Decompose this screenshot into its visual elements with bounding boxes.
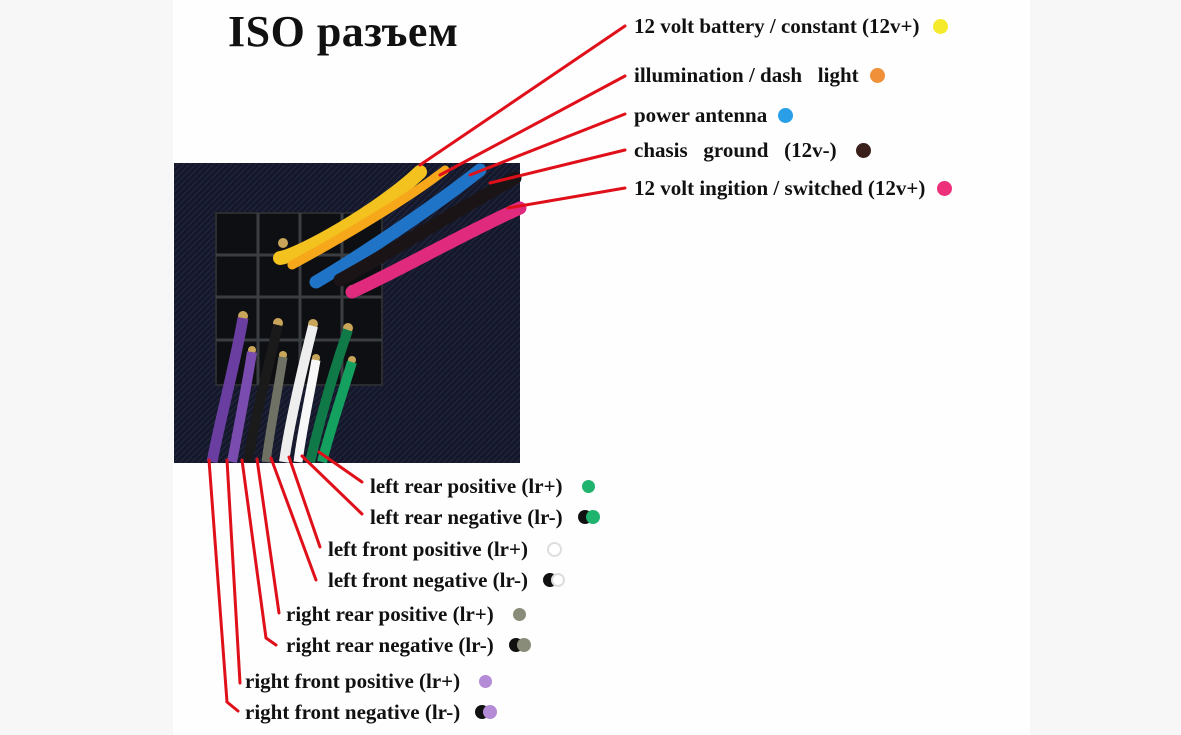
green-wire-2 bbox=[317, 360, 357, 464]
grey-wire bbox=[261, 356, 288, 463]
blue-color-dot-icon bbox=[778, 107, 794, 123]
label-text: power antenna bbox=[634, 103, 768, 127]
orange-wire bbox=[287, 165, 450, 270]
leader-line-lr-pos bbox=[317, 450, 364, 484]
label-text: illumination / dash light bbox=[634, 63, 859, 87]
leader-line-illumination bbox=[438, 74, 627, 177]
orange-color-dot-icon bbox=[869, 67, 885, 83]
purple-wire-1 bbox=[206, 317, 249, 464]
pink-color-dot-icon bbox=[936, 180, 952, 196]
label-text: left front positive (lr+) bbox=[328, 537, 528, 561]
label-power-antenna: power antenna bbox=[634, 103, 794, 127]
label-text: left front negative (lr-) bbox=[328, 568, 529, 592]
label-right-front-positive: right front positive (lr+) bbox=[245, 669, 493, 693]
label-right-rear-negative: right rear negative (lr-) bbox=[286, 633, 533, 657]
label-text: chasis ground (12v-) bbox=[634, 138, 837, 162]
white-wire-1 bbox=[279, 324, 318, 463]
grey-color-dot-icon bbox=[512, 607, 526, 621]
iso-connector-body bbox=[215, 212, 383, 386]
leader-line-antenna bbox=[468, 112, 627, 177]
label-left-front-positive: left front positive (lr+) bbox=[328, 537, 563, 561]
leader-line-lf-neg bbox=[269, 456, 318, 582]
black-wire bbox=[333, 171, 522, 287]
diagram-title: ISO разъем bbox=[228, 7, 459, 56]
green-wire-1 bbox=[305, 328, 353, 464]
leader-line-rr-neg bbox=[240, 458, 278, 647]
purple-wire-2 bbox=[227, 351, 257, 463]
bottom-wires bbox=[206, 317, 357, 464]
label-ignition-switched: 12 volt ingition / switched (12v+) bbox=[634, 176, 952, 200]
dark-brown-color-dot-icon bbox=[855, 142, 871, 158]
black-wire-1 bbox=[243, 323, 283, 463]
label-text: right front positive (lr+) bbox=[245, 669, 461, 693]
top-wires bbox=[273, 163, 527, 299]
leader-line-lf-pos bbox=[287, 455, 322, 549]
white-color-dot-icon bbox=[547, 541, 563, 557]
label-text: right rear negative (lr-) bbox=[286, 633, 494, 657]
black-purple-stripe-dot-icon bbox=[475, 704, 499, 720]
label-battery-constant: 12 volt battery / constant (12v+) bbox=[634, 14, 948, 38]
leader-line-rr-pos bbox=[255, 457, 281, 615]
leader-line-rf-neg bbox=[207, 458, 240, 713]
label-text: 12 volt battery / constant (12v+) bbox=[634, 14, 920, 38]
label-left-rear-negative: left rear negative (lr-) bbox=[370, 505, 602, 529]
label-left-rear-positive: left rear positive (lr+) bbox=[370, 474, 595, 498]
pink-wire bbox=[345, 201, 527, 299]
leader-line-ignition bbox=[506, 186, 627, 210]
label-illumination: illumination / dash light bbox=[634, 63, 885, 87]
green-color-dot-icon bbox=[581, 479, 595, 493]
white-wire-2 bbox=[293, 359, 321, 463]
leader-line-battery bbox=[418, 24, 627, 167]
label-text: 12 volt ingition / switched (12v+) bbox=[634, 176, 926, 200]
label-text: left rear positive (lr+) bbox=[370, 474, 563, 498]
label-right-rear-positive: right rear positive (lr+) bbox=[286, 602, 526, 626]
label-left-front-negative: left front negative (lr-) bbox=[328, 568, 567, 592]
yellow-wire bbox=[273, 165, 427, 265]
label-text: left rear negative (lr-) bbox=[370, 505, 563, 529]
leader-line-ground bbox=[488, 148, 627, 185]
label-chassis-ground: chasis ground (12v-) bbox=[634, 138, 871, 162]
black-white-stripe-dot-icon bbox=[543, 572, 567, 588]
top-leader-lines bbox=[418, 24, 627, 210]
leader-line-lr-neg bbox=[300, 454, 364, 516]
yellow-color-dot-icon bbox=[932, 18, 948, 34]
blue-wire bbox=[309, 163, 487, 289]
black-green-stripe-dot-icon bbox=[577, 509, 602, 525]
label-text: right front negative (lr-) bbox=[245, 700, 461, 724]
label-text: right rear positive (lr+) bbox=[286, 602, 494, 626]
bottom-leader-lines bbox=[207, 450, 364, 713]
label-right-front-negative: right front negative (lr-) bbox=[245, 700, 499, 724]
purple-color-dot-icon bbox=[479, 674, 493, 688]
leader-line-rf-pos bbox=[225, 458, 242, 685]
black-grey-stripe-dot-icon bbox=[509, 637, 533, 653]
